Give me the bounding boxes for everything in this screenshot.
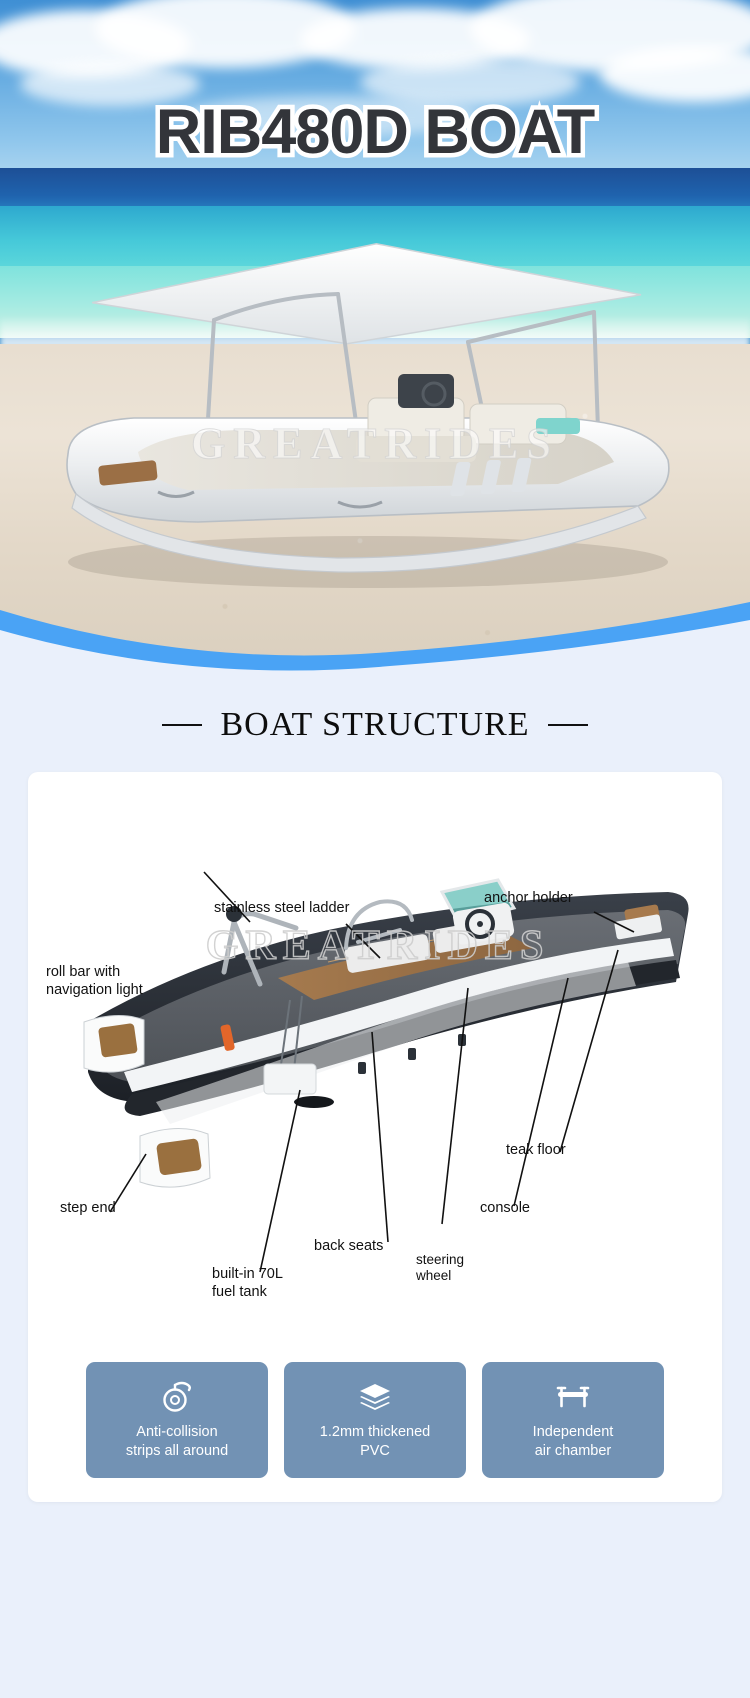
- page-title: RIB480D BOAT: [151, 93, 599, 172]
- structure-card: GREATRIDES stainless steel ladder anchor…: [28, 772, 722, 1502]
- feature-boxes: Anti-collision strips all around 1.2mm t…: [28, 1362, 722, 1478]
- feature-thickened-pvc[interactable]: 1.2mm thickened PVC: [284, 1362, 466, 1478]
- feature-anti-collision[interactable]: Anti-collision strips all around: [86, 1362, 268, 1478]
- layers-icon: [355, 1380, 395, 1414]
- feature-thickened-pvc-text: 1.2mm thickened PVC: [319, 1423, 431, 1459]
- label-console: console: [480, 1200, 530, 1216]
- heading-dash-left: [162, 724, 203, 726]
- label-stainless-steel-ladder: stainless steel ladder: [214, 900, 350, 916]
- feature-air-chamber-text: Independent air chamber: [532, 1423, 614, 1459]
- label-teak-floor: teak floor: [506, 1142, 566, 1158]
- structure-diagram: [83, 871, 689, 1273]
- heading-dash-right: [547, 724, 588, 726]
- feature-anti-collision-text: Anti-collision strips all around: [125, 1423, 229, 1459]
- hero-boat-image: [66, 243, 670, 588]
- section-heading: BOAT STRUCTURE: [0, 706, 750, 772]
- boat-structure-section: BOAT STRUCTURE: [0, 672, 750, 1502]
- chamber-icon: [553, 1380, 593, 1414]
- label-steering-wheel: steering wheel: [416, 1252, 465, 1284]
- label-step-end: step end: [60, 1200, 116, 1216]
- section-heading-text: BOAT STRUCTURE: [220, 706, 530, 743]
- cloud-decoration: [600, 46, 750, 102]
- wave-divider: [0, 602, 750, 672]
- feature-air-chamber[interactable]: Independent air chamber: [482, 1362, 664, 1478]
- cloud-decoration: [180, 96, 480, 136]
- hero-banner: GREATRIDES RIB480D BOAT: [0, 0, 750, 672]
- label-back-seats: back seats: [314, 1238, 384, 1254]
- label-anchor-holder: anchor holder: [484, 890, 573, 906]
- fender-icon: [157, 1380, 197, 1414]
- label-fuel-tank: built-in 70L fuel tank: [212, 1266, 283, 1300]
- label-roll-bar: roll bar with navigation light: [46, 964, 143, 998]
- cloud-decoration: [20, 62, 200, 106]
